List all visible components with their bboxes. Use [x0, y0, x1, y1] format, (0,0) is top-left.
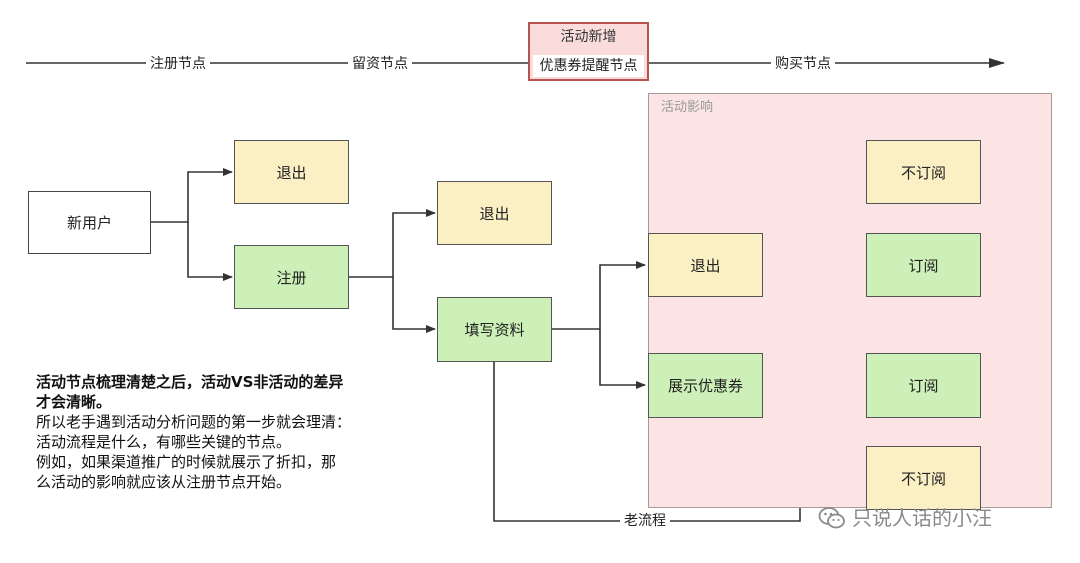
stage-coupon-reminder: 优惠券提醒节点: [533, 55, 644, 77]
node-new-user: 新用户: [28, 191, 151, 254]
note-bold-line: 才会清晰。: [36, 393, 112, 411]
node-exit-1: 退出: [234, 140, 349, 204]
node-fill-info: 填写资料: [437, 297, 552, 362]
activity-new-box: 活动新增 优惠券提醒节点: [528, 22, 649, 81]
note-line: 所以老手遇到活动分析问题的第一步就会理清：: [36, 413, 352, 431]
node-show-coupon: 展示优惠券: [648, 353, 763, 418]
node-register: 注册: [234, 245, 349, 309]
activity-new-title: 活动新增: [560, 29, 617, 45]
node-exit-2: 退出: [437, 181, 552, 245]
stage-register: 注册节点: [146, 54, 210, 74]
node-subscribe-2: 订阅: [866, 353, 981, 418]
note-line: 活动流程是什么，有哪些关键的节点。: [36, 433, 292, 451]
stage-purchase: 购买节点: [771, 54, 835, 74]
old-flow-label: 老流程: [620, 510, 670, 532]
node-exit-3: 退出: [648, 233, 763, 297]
activity-impact-region: 活动影响: [648, 93, 1052, 508]
note-line: 么活动的影响就应该从注册节点开始。: [36, 473, 292, 491]
node-not-subscribe-1: 不订阅: [866, 140, 981, 204]
watermark: 只说人话的小汪: [818, 505, 992, 531]
node-subscribe-1: 订阅: [866, 233, 981, 297]
stage-lead: 留资节点: [348, 54, 412, 74]
watermark-text: 只说人话的小汪: [852, 506, 992, 530]
explanation-note: 活动节点梳理清楚之后，活动VS非活动的差异 才会清晰。 所以老手遇到活动分析问题…: [36, 372, 456, 492]
note-line: 例如，如果渠道推广的时候就展示了折扣，那: [36, 453, 337, 471]
node-not-subscribe-2: 不订阅: [866, 446, 981, 510]
activity-impact-label: 活动影响: [661, 100, 714, 115]
wechat-icon: [818, 507, 845, 529]
note-bold-line: 活动节点梳理清楚之后，活动VS非活动的差异: [36, 373, 344, 391]
